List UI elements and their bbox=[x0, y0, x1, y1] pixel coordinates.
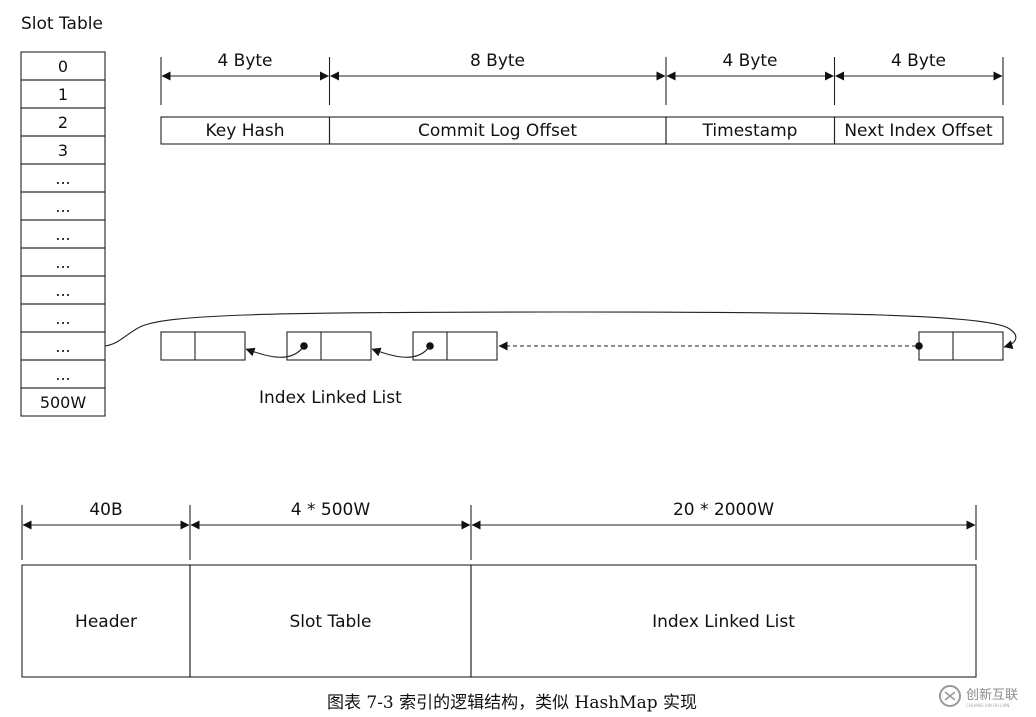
figure-caption: 图表 7-3 索引的逻辑结构，类似 HashMap 实现 bbox=[327, 693, 697, 713]
slot-cell-label: 1 bbox=[58, 85, 68, 104]
segment-name-slot-table: Slot Table bbox=[290, 612, 372, 632]
segment-size-header: 40B bbox=[89, 500, 122, 520]
slot-cell-label: ... bbox=[55, 281, 70, 300]
slot-table-column: 0 1 2 3........................ 500W bbox=[20, 51, 106, 417]
list-node bbox=[286, 331, 372, 361]
segment-box-index-linked-list bbox=[470, 564, 977, 678]
index-linked-list: Index Linked List bbox=[104, 311, 1017, 408]
slot-cell-label: ... bbox=[55, 197, 70, 216]
segment-name-header: Header bbox=[75, 612, 137, 632]
field-size-commit-log-offset: 8 Byte bbox=[470, 51, 525, 71]
slot-cell-label: 0 bbox=[58, 57, 68, 76]
slot-table-title: Slot Table bbox=[21, 14, 103, 34]
slot-cell-label: 3 bbox=[58, 141, 68, 160]
slot-cell-label: 2 bbox=[58, 113, 68, 132]
field-size-timestamp: 4 Byte bbox=[722, 51, 777, 71]
segment-size-index-linked-list: 20 * 2000W bbox=[673, 500, 774, 520]
slot-pointer-curve bbox=[104, 311, 1017, 349]
list-node bbox=[412, 331, 498, 361]
segment-name-index-linked-list: Index Linked List bbox=[652, 612, 795, 632]
watermark-text: 创新互联 bbox=[966, 687, 1018, 703]
field-name-next-index-offset: Next Index Offset bbox=[844, 121, 993, 141]
next-pointer-arrow bbox=[245, 345, 305, 358]
watermark-logo: 创新互联 CHUANG XIN HU LIAN bbox=[939, 685, 1018, 708]
brand-logo-mark-icon bbox=[944, 691, 956, 701]
slot-cell-label: ... bbox=[55, 337, 70, 356]
field-size-key-hash: 4 Byte bbox=[217, 51, 272, 71]
list-node bbox=[160, 331, 246, 361]
field-name-key-hash: Key Hash bbox=[205, 121, 284, 141]
slot-cell-label: ... bbox=[55, 309, 70, 328]
field-box-next-index-offset bbox=[833, 116, 1004, 145]
slot-cell-label: ... bbox=[55, 225, 70, 244]
slot-cell bbox=[20, 387, 106, 417]
brand-logo-icon bbox=[939, 685, 961, 707]
field-size-next-index-offset: 4 Byte bbox=[891, 51, 946, 71]
index-entry-layout: 4 Byte 8 Byte 4 Byte 4 Byte Key Hash Com… bbox=[160, 51, 1004, 145]
slot-cell-label: ... bbox=[55, 365, 70, 384]
file-layout: 40B 4 * 500W 20 * 2000W Header Slot Tabl… bbox=[21, 500, 977, 678]
field-name-commit-log-offset: Commit Log Offset bbox=[418, 121, 577, 141]
segment-size-slot-table: 4 * 500W bbox=[291, 500, 371, 520]
field-name-timestamp: Timestamp bbox=[702, 121, 798, 141]
slot-cell-label: ... bbox=[55, 253, 70, 272]
list-node bbox=[915, 331, 1004, 361]
pointer-dot bbox=[915, 342, 923, 350]
slot-cell-label: ... bbox=[55, 169, 70, 188]
watermark-subtext: CHUANG XIN HU LIAN bbox=[966, 703, 1009, 708]
linked-list-label: Index Linked List bbox=[259, 388, 402, 408]
slot-cell-label: 500W bbox=[40, 393, 87, 412]
next-pointer-arrow bbox=[371, 345, 431, 358]
